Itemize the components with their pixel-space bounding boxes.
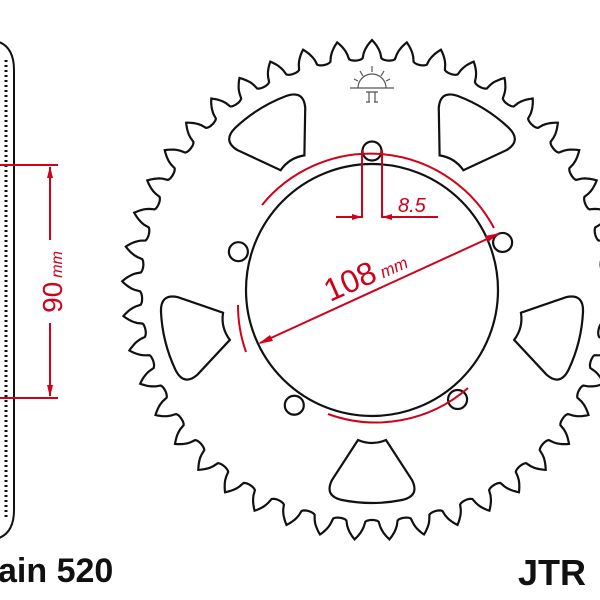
bolt-circle-label: 108mm (318, 240, 412, 308)
lightening-slot (512, 295, 585, 381)
hole-dimension (336, 150, 438, 220)
bolt-hole (446, 388, 469, 411)
lightening-slot (228, 93, 307, 172)
center-bore (244, 162, 500, 418)
hole-dimension-label: 8.5 (398, 195, 427, 217)
sprocket-teeth-outline (120, 38, 600, 542)
lightening-slot (159, 295, 232, 381)
bolt-hole (492, 231, 514, 254)
arrow-right (485, 233, 500, 242)
lightening-slot (328, 438, 416, 505)
arrow-left (258, 335, 273, 344)
side-dimension-label: 90mm (37, 251, 68, 313)
brand-label: JTR (518, 552, 587, 593)
bolt-circle-dimension (236, 152, 499, 424)
bolt-hole (361, 140, 383, 162)
bolt-hole (283, 394, 305, 416)
bolt-hole (227, 241, 249, 263)
side-dimension (0, 164, 58, 399)
chain-size-label: ain 520 (0, 552, 114, 590)
side-profile (0, 41, 15, 539)
lightening-slots (159, 93, 585, 505)
brand-logo-icon (350, 66, 394, 103)
lightening-slot (437, 93, 516, 172)
